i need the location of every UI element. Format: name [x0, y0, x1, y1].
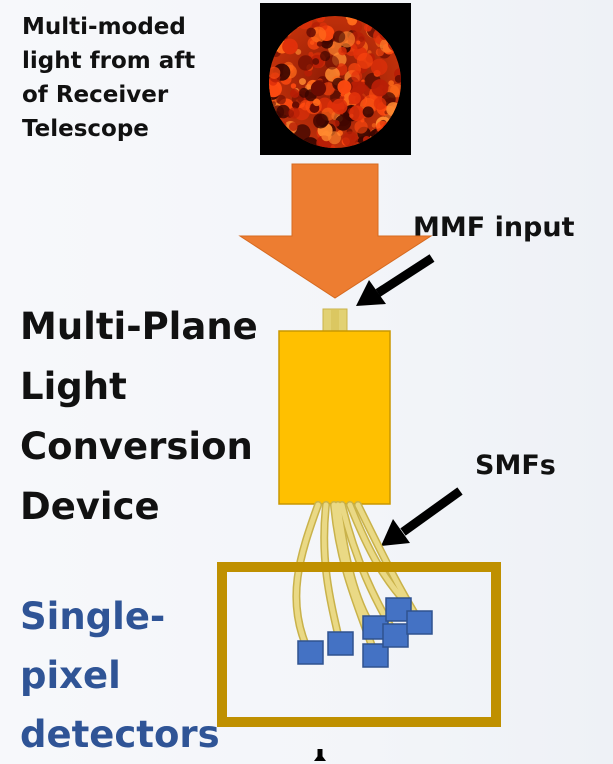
speckle-grain — [297, 55, 314, 71]
speckle-grain — [276, 94, 286, 105]
speckle-grain — [298, 87, 309, 98]
partial-arrow-icon — [314, 749, 326, 761]
detectors-label: Single- pixel detectors — [20, 587, 220, 764]
speckle-grain — [342, 131, 359, 147]
speckle-grain — [282, 38, 298, 55]
speckle-image-icon — [260, 3, 411, 155]
speckle-grain — [356, 52, 373, 69]
speckle-grain — [306, 27, 316, 38]
detector — [382, 623, 409, 648]
speckle-grain — [351, 70, 363, 82]
light-input-arrow-icon — [238, 163, 433, 299]
speckle-grain — [348, 92, 361, 105]
detector-array — [297, 597, 433, 668]
speckle-grain — [289, 41, 296, 48]
smfs-pointer-arrow-icon — [381, 487, 463, 546]
detector — [362, 643, 389, 668]
device-label-line: Conversion — [20, 425, 253, 468]
speckle-grain — [333, 120, 340, 127]
speckle-grain — [290, 88, 300, 99]
detector — [406, 610, 433, 635]
speckle-grain — [313, 113, 329, 129]
speckle-grain — [349, 105, 365, 122]
speckle-grain — [288, 107, 300, 119]
caption-line: Multi-moded — [22, 14, 186, 40]
detector — [385, 597, 412, 622]
speckle-grain — [362, 106, 374, 118]
speckle-grain — [356, 40, 361, 45]
speckle-grain — [298, 78, 306, 86]
device-label-line: Light — [20, 365, 127, 408]
speckle-grain — [332, 30, 346, 43]
source-caption: Multi-moded light from aft of Receiver T… — [22, 10, 195, 146]
mmf-pointer-arrow-icon — [356, 254, 435, 306]
speckle-grain — [373, 97, 387, 110]
detectors-label-line: detectors — [20, 713, 220, 756]
speckle-grain — [288, 122, 298, 131]
device-label-line: Device — [20, 485, 160, 528]
speckle-grain — [294, 124, 311, 141]
detectors-label-line: Single- — [20, 595, 166, 638]
speckle-grain — [371, 79, 389, 97]
speckle-grain — [308, 51, 314, 57]
smfs-label: SMFs — [475, 450, 556, 481]
speckle-grain — [312, 98, 321, 107]
speckle-grain — [388, 80, 395, 87]
detector — [327, 631, 354, 656]
speckle-grain — [312, 58, 320, 65]
speckle-grain — [269, 66, 281, 79]
speckle-grain — [354, 120, 368, 134]
speckle-grain — [310, 80, 327, 97]
speckle-grain — [319, 50, 331, 62]
speckle-grain — [338, 46, 347, 56]
detector-enclosure — [217, 562, 501, 727]
device-label-line: Multi-Plane — [20, 305, 258, 348]
detector — [297, 640, 324, 665]
caption-line: of Receiver — [22, 82, 169, 108]
caption-line: light from aft — [22, 48, 196, 74]
speckle-grain — [331, 98, 348, 115]
speckle-grain — [394, 74, 401, 83]
speckle-grain — [371, 123, 377, 128]
speckle-grain — [300, 99, 311, 111]
speckle-grain — [316, 41, 323, 47]
speckle-grain — [370, 58, 388, 76]
speckle-grain — [290, 83, 297, 89]
device-label: Multi-Plane Light Conversion Device — [20, 297, 258, 537]
speckle-grain — [328, 131, 341, 145]
speckle-grain — [337, 80, 352, 94]
speckle-grain — [349, 80, 366, 97]
light-conversion-device — [278, 330, 391, 505]
speckle-grain — [335, 114, 352, 131]
detectors-label-line: pixel — [20, 654, 121, 697]
mmf-input-label: MMF input — [413, 212, 575, 243]
caption-line: Telescope — [22, 116, 149, 142]
